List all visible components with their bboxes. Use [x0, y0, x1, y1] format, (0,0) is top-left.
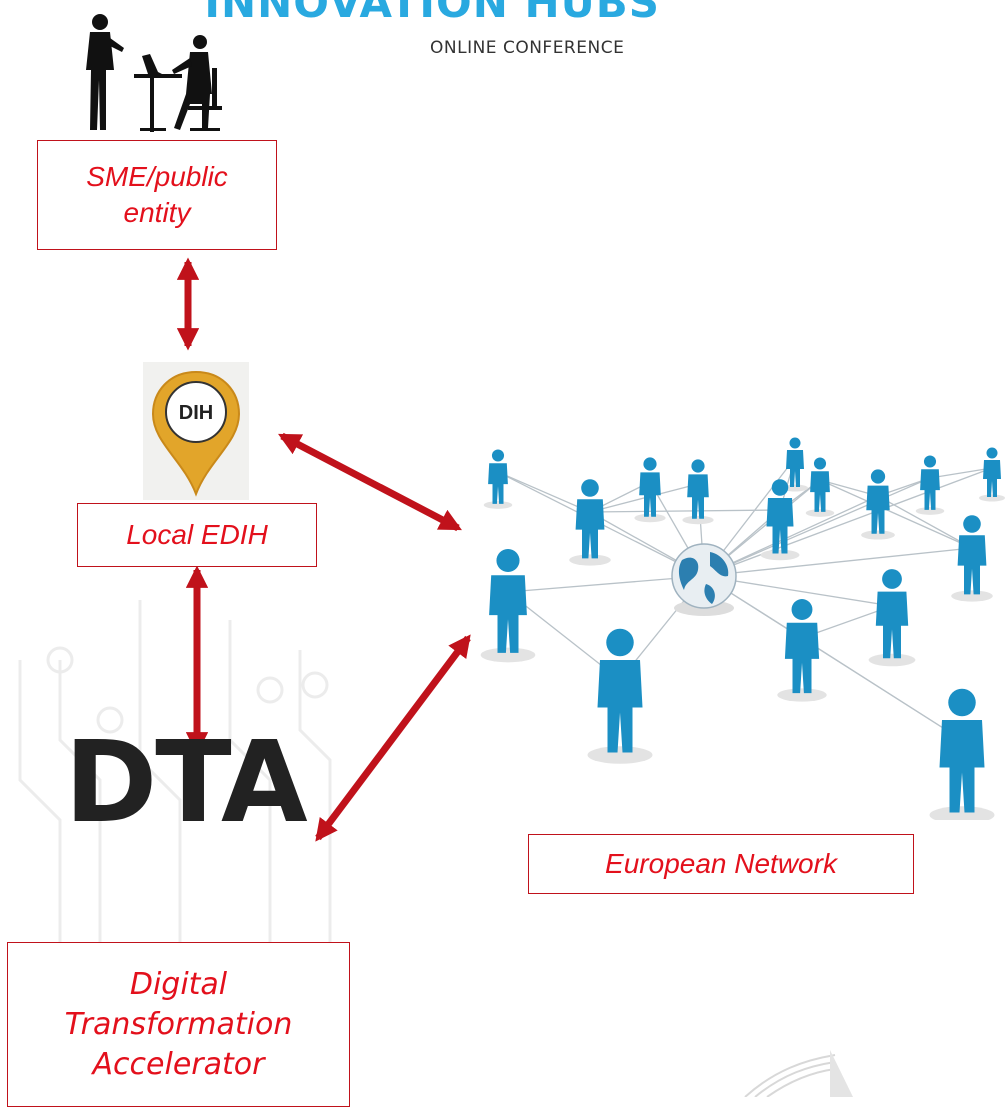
dta-label-line-2: Transformation: [64, 1006, 293, 1042]
person-figure-icon: [782, 437, 808, 492]
person-figure-icon: [929, 688, 995, 820]
people-network-icon: [480, 437, 1005, 820]
sme-label-line-1: SME/public: [86, 161, 228, 192]
local-edih-label: Local EDIH: [126, 519, 268, 550]
network-link: [703, 467, 993, 577]
circuit-background: [18, 600, 332, 980]
network-link: [497, 471, 591, 513]
pin-text: DIH: [179, 402, 213, 424]
network-link: [589, 509, 781, 513]
map-pin-icon: DIH: [143, 362, 249, 500]
sme-label-line-2: entity: [123, 197, 191, 228]
network-link: [929, 467, 993, 479]
person-figure-icon: [861, 469, 895, 540]
network-link: [507, 575, 705, 593]
office-workers-icon: [86, 14, 222, 132]
person-figure-icon: [979, 447, 1005, 502]
dta-label-line-3: Accelerator: [92, 1046, 265, 1082]
network-link: [819, 479, 973, 549]
european-network-box: European Network: [528, 834, 914, 894]
person-figure-icon: [483, 449, 513, 509]
person-figure-icon: [777, 599, 827, 702]
person-figure-icon: [480, 548, 536, 663]
network-link: [703, 547, 973, 577]
conference-subtitle: ONLINE CONFERENCE: [430, 38, 625, 58]
european-network-label: European Network: [605, 848, 837, 879]
person-figure-icon: [915, 455, 945, 515]
conference-title: INNOVATION HUBS: [204, 0, 660, 27]
person-figure-icon: [760, 479, 800, 561]
person-figure-icon: [682, 459, 714, 525]
person-figure-icon: [587, 628, 653, 764]
dta-description-box: Digital Transformation Accelerator: [7, 942, 350, 1107]
dta-network-arrow: [315, 634, 471, 842]
dta-title: DTA: [64, 718, 307, 848]
network-link: [877, 495, 973, 549]
sme-public-entity-box: SME/public entity: [37, 140, 277, 250]
edih-network-arrow: [278, 432, 462, 532]
local-edih-box: Local EDIH: [77, 503, 317, 567]
person-figure-icon: [569, 479, 611, 566]
person-figure-icon: [868, 569, 916, 667]
person-figure-icon: [951, 515, 993, 602]
network-link: [703, 477, 931, 577]
network-link: [801, 637, 963, 741]
globe-icon: [671, 543, 737, 616]
person-figure-icon: [805, 457, 835, 517]
person-figure-icon: [634, 457, 666, 523]
dta-label-line-1: Digital: [129, 966, 228, 1002]
logo-fragment-icon: [744, 1050, 853, 1097]
